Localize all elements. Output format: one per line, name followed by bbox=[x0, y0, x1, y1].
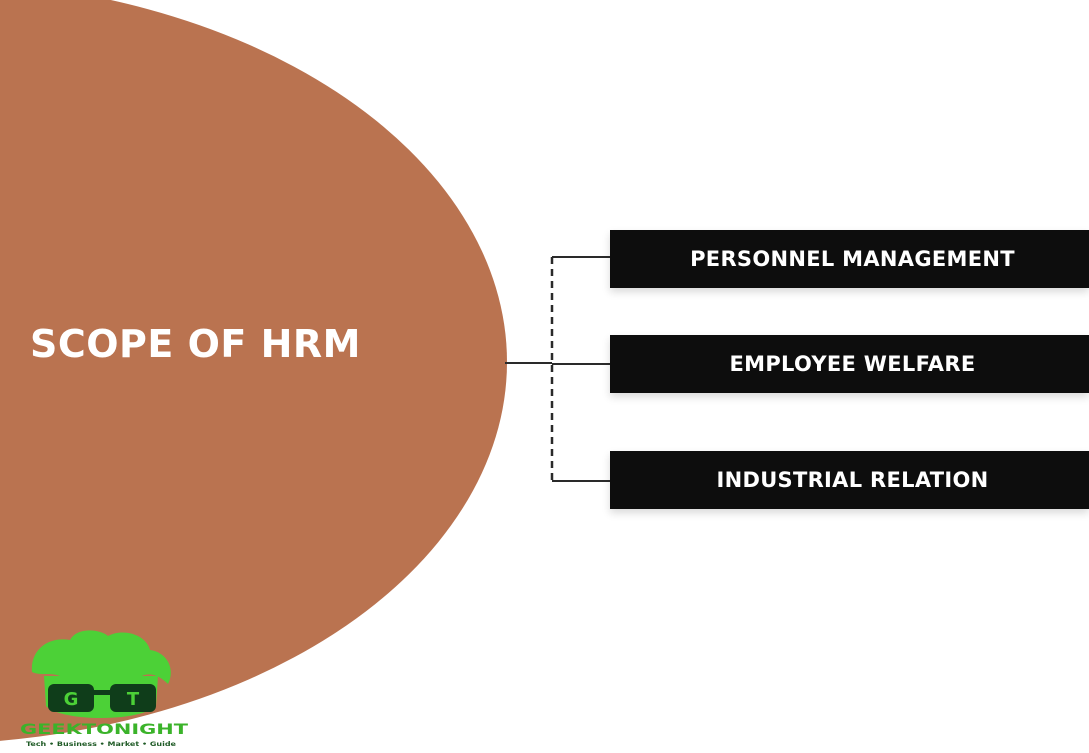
center-title: SCOPE OF HRM bbox=[30, 322, 361, 366]
geektonight-logo: G T GEEKTONIGHT Tech • Business • Market… bbox=[20, 630, 189, 748]
logo-letter-g: G bbox=[64, 689, 79, 710]
logo-hair bbox=[31, 630, 171, 684]
logo-glasses-bridge bbox=[92, 690, 112, 695]
center-circle bbox=[0, 0, 507, 741]
logo-lens-left bbox=[48, 684, 94, 712]
branch-box-employee-welfare: EMPLOYEE WELFARE bbox=[610, 335, 1089, 393]
branch-label: PERSONNEL MANAGEMENT bbox=[690, 247, 1015, 271]
logo-letter-t: T bbox=[127, 689, 140, 710]
branch-box-industrial-relation: INDUSTRIAL RELATION bbox=[610, 451, 1089, 509]
branch-box-personnel-management: PERSONNEL MANAGEMENT bbox=[610, 230, 1089, 288]
logo-brand-name: GEEKTONIGHT bbox=[20, 722, 189, 738]
branch-label: INDUSTRIAL RELATION bbox=[716, 468, 989, 492]
branch-label: EMPLOYEE WELFARE bbox=[729, 352, 976, 376]
logo-lens-right bbox=[110, 684, 156, 712]
logo-tagline: Tech • Business • Market • Guide bbox=[26, 741, 176, 748]
